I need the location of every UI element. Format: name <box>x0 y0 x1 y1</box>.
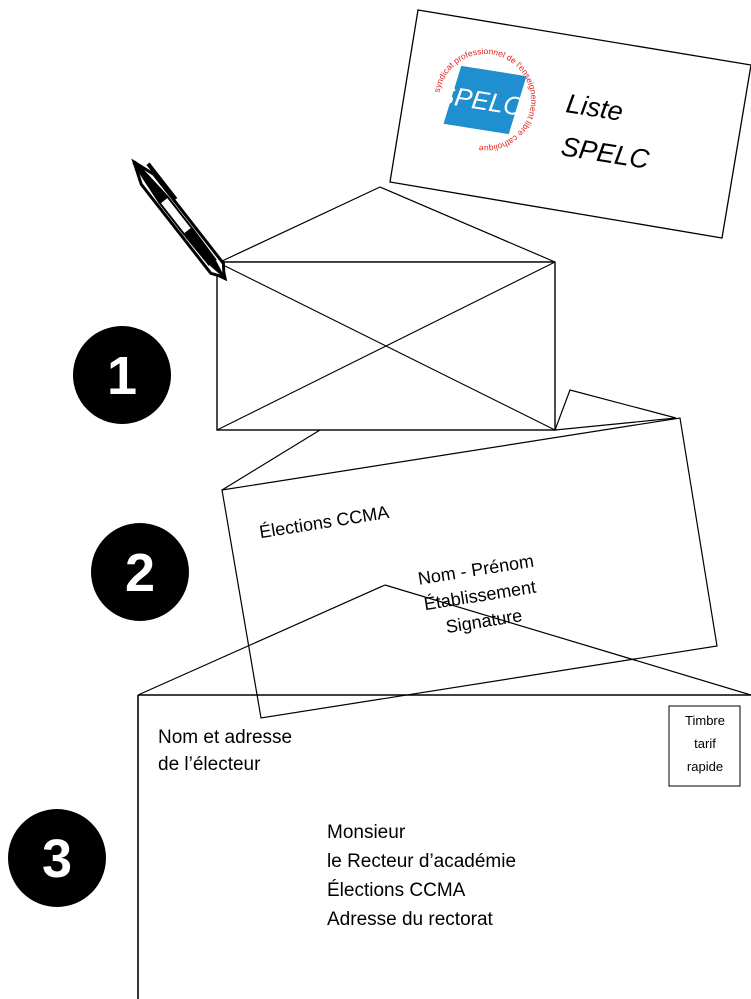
pen-icon <box>131 158 228 282</box>
ballot-card: syndicat professionnel de l'enseignement… <box>389 9 751 239</box>
stamp-box <box>668 705 741 787</box>
sender-line2: de l’électeur <box>158 754 261 775</box>
inner-envelope-title: Élections CCMA <box>258 502 391 542</box>
stamp-line3: rapide <box>687 759 723 774</box>
inner-envelope-text: Élections CCMA <box>258 502 391 542</box>
envelope-1 <box>216 186 677 431</box>
recipient-line2: le Recteur d’académie <box>327 851 516 872</box>
recipient-line1: Monsieur <box>327 822 406 843</box>
step-2-number: 2 <box>125 543 155 603</box>
stamp-line1: Timbre <box>685 713 725 728</box>
sender-line1: Nom et adresse <box>158 727 292 748</box>
logo-square <box>443 65 527 135</box>
step-1-number: 1 <box>107 346 137 406</box>
inner-envelope-line3: Signature <box>444 605 523 637</box>
step-3-badge: 3 <box>8 809 106 907</box>
outer-envelope <box>137 584 751 999</box>
stamp-line2: tarif <box>694 736 716 751</box>
recipient-line4: Adresse du rectorat <box>327 909 494 930</box>
inner-envelope <box>221 417 718 719</box>
step-1-badge: 1 <box>73 326 171 424</box>
step-2-badge: 2 <box>91 523 189 621</box>
step-3-number: 3 <box>42 829 72 889</box>
recipient-line3: Élections CCMA <box>327 880 466 901</box>
